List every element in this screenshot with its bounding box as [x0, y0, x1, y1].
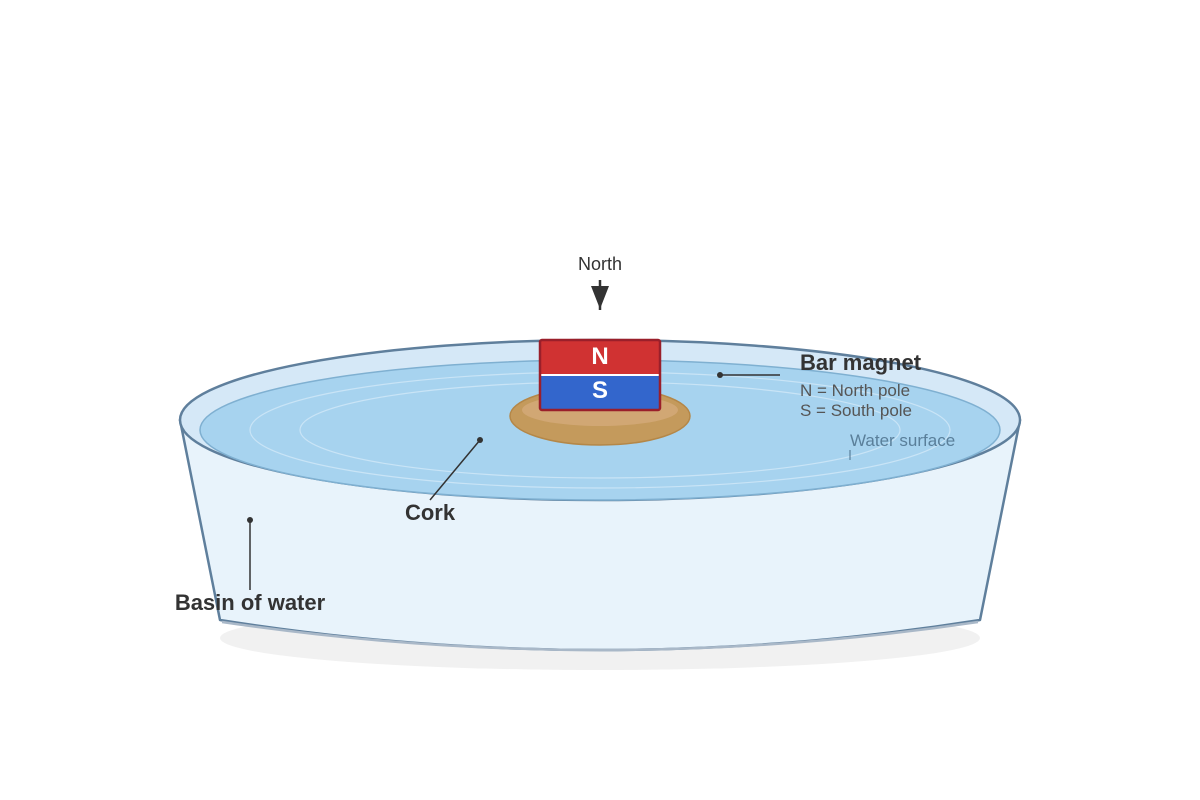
bar-magnet-callout: Bar magnet N = North pole S = South pole: [717, 350, 922, 420]
north-arrow-head: [591, 286, 609, 309]
bar-magnet-leader-dot: [717, 372, 723, 378]
magnet-south-pole: [540, 374, 660, 410]
basin-bottom-edge: [221, 620, 979, 652]
magnet-north-letter: N: [591, 343, 608, 370]
north-arrow: North: [578, 254, 622, 310]
cork-leader-line: [429, 439, 481, 501]
water-surface-label: Water surface: [850, 431, 955, 450]
magnet-outline: [538, 338, 662, 412]
magnet-south-letter: S: [592, 377, 608, 404]
magnet-north-pole: [540, 340, 660, 374]
basin-label: Basin of water: [175, 590, 326, 615]
cork-callout: Cork: [405, 437, 483, 525]
north-pole-key: N = North pole: [800, 381, 910, 400]
bar-magnet: N S: [538, 338, 662, 412]
bar-magnet-label: Bar magnet: [800, 350, 922, 375]
north-label: North: [578, 254, 622, 274]
cork-label: Cork: [405, 500, 456, 525]
basin-callout: Basin of water: [175, 517, 326, 615]
water-surface-callout: Water surface: [849, 431, 955, 460]
south-pole-key: S = South pole: [800, 401, 912, 420]
